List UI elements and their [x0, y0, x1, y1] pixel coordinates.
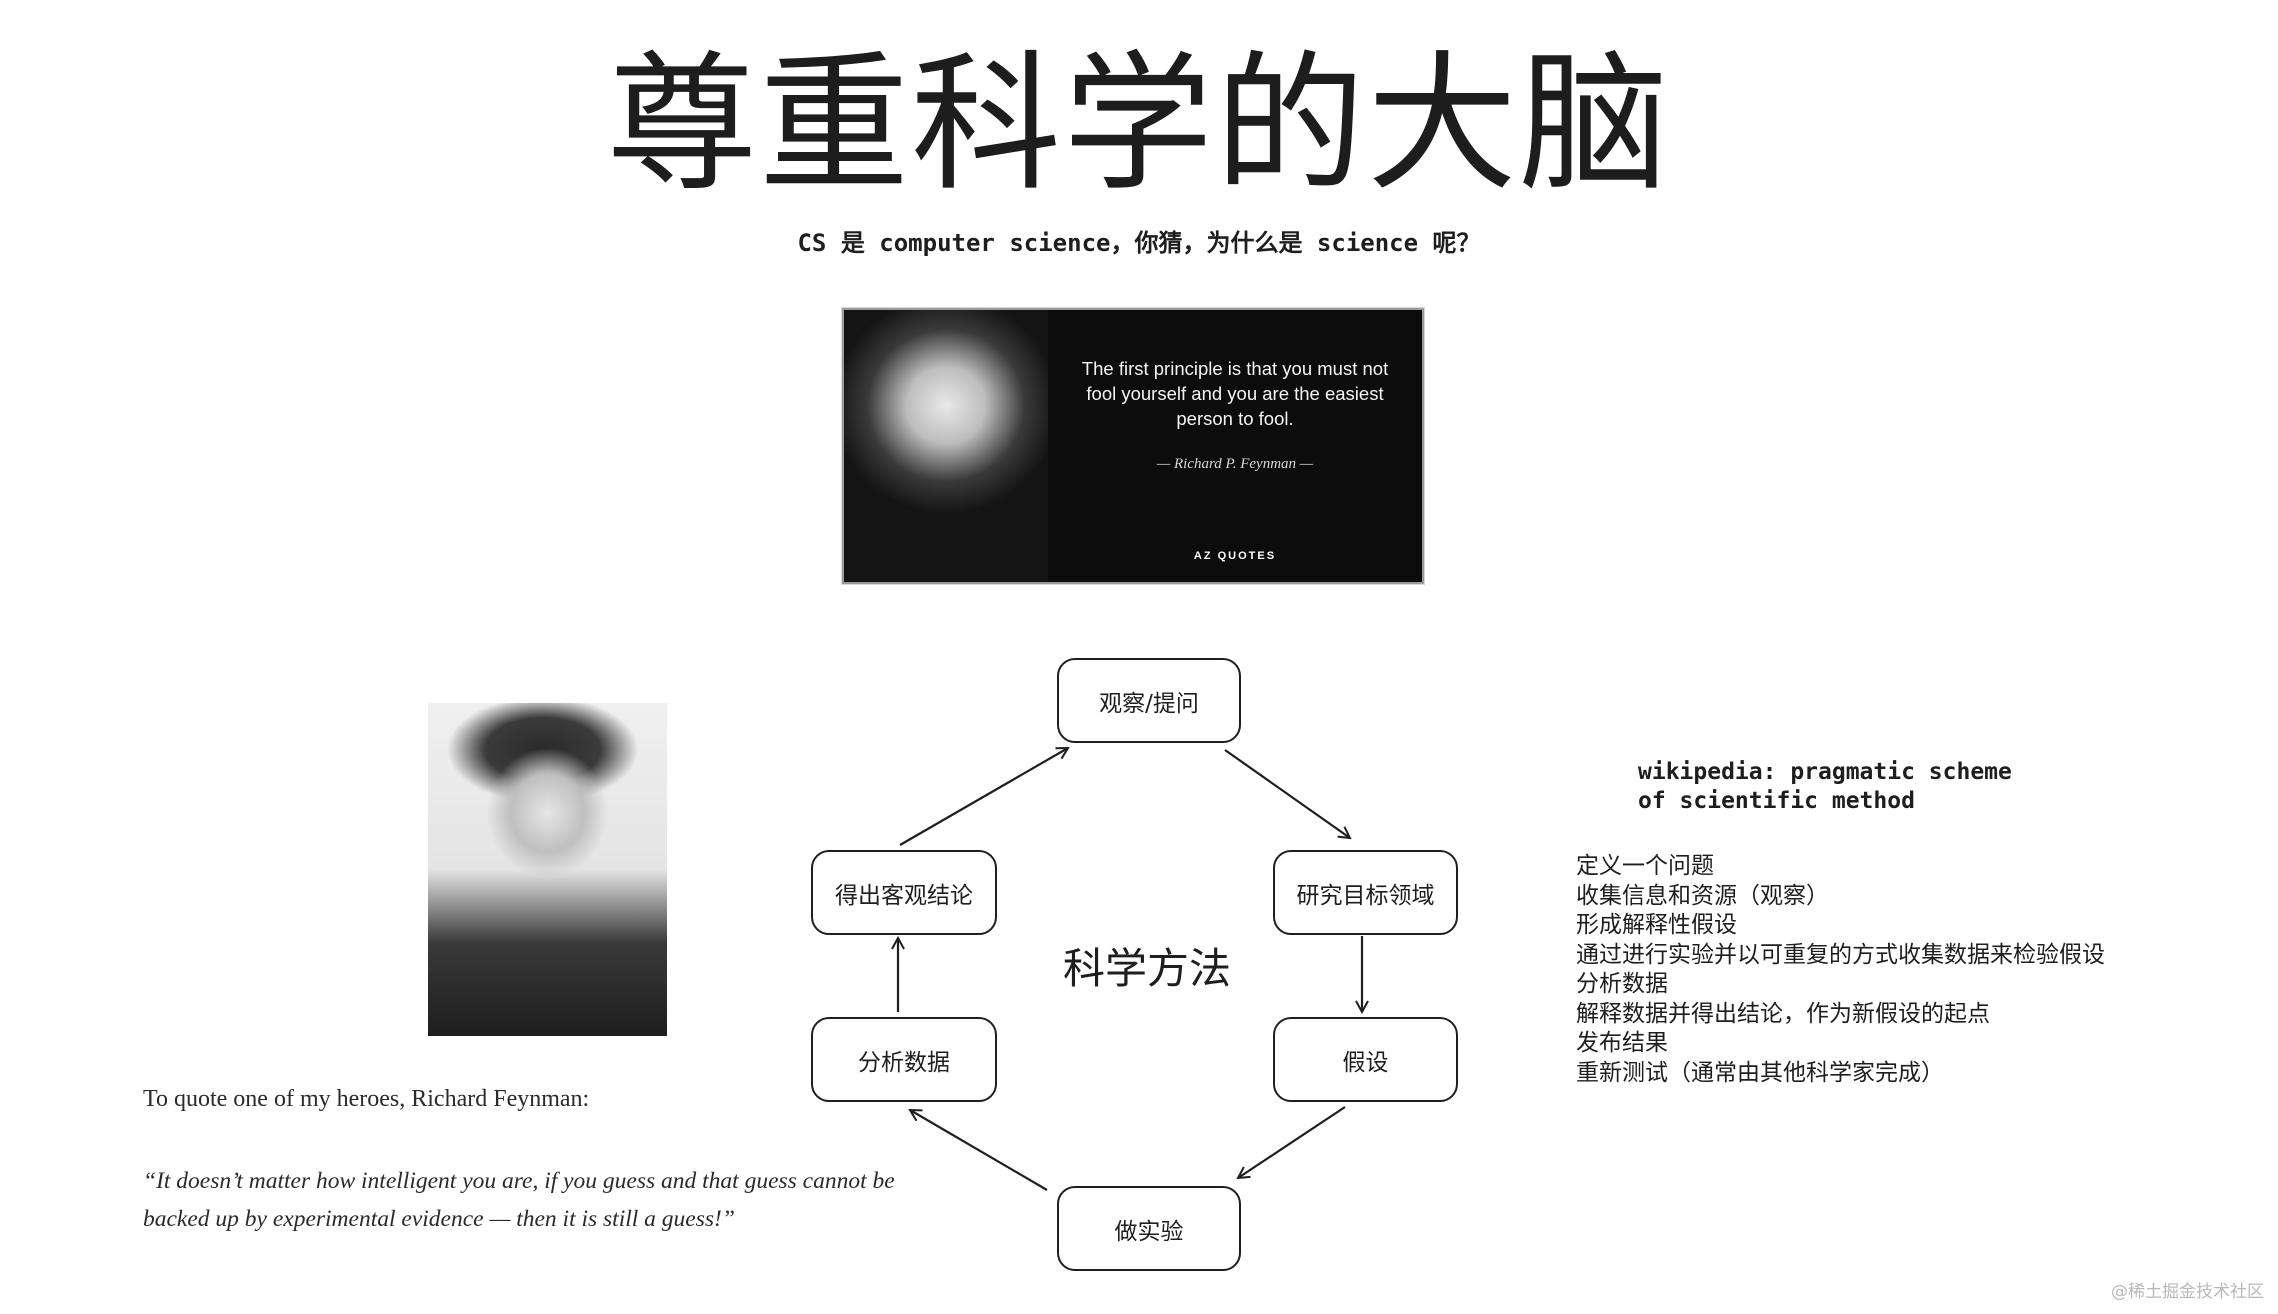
step-item: 收集信息和资源（观察）	[1576, 882, 1829, 909]
wiki-heading-line2: of scientific method	[1638, 788, 1915, 814]
node-hypothesis: 假设	[1273, 1017, 1458, 1102]
step-item: 形成解释性假设	[1576, 912, 1737, 938]
diagram-center-label: 科学方法	[1062, 944, 1231, 993]
subtitle: CS 是 computer science，你猜，为什么是 science 呢？	[797, 229, 1481, 257]
quote-card-photo	[844, 310, 1048, 582]
arrow-observe-to-research	[1224, 749, 1350, 838]
quote-card-text: The first principle is that you must not…	[1081, 358, 1389, 429]
node-experiment: 做实验	[1057, 1186, 1241, 1271]
step-item: 定义一个问题	[1576, 853, 1714, 879]
step-item: 解释数据并得出结论，作为新假设的起点	[1576, 1000, 1990, 1027]
step-item: 通过进行实验并以可重复的方式收集数据来检验假设	[1576, 941, 2105, 968]
node-analyze: 分析数据	[811, 1017, 997, 1102]
step-item: 发布结果	[1576, 1030, 1668, 1056]
feynman-quote-card: The first principle is that you must not…	[842, 308, 1424, 584]
node-conclude: 得出客观结论	[811, 850, 997, 935]
wiki-heading: wikipedia: pragmatic scheme of scientifi…	[1638, 758, 2012, 816]
node-observe: 观察/提问	[1057, 658, 1241, 743]
quote-card-author: — Richard P. Feynman —	[1156, 456, 1314, 472]
page-title: 尊重科学的大脑	[606, 38, 1671, 212]
node-research: 研究目标领域	[1273, 850, 1458, 935]
feynman-quote: “It doesn’t matter how intelligent you a…	[143, 1168, 895, 1232]
wiki-heading-line1: wikipedia: pragmatic scheme	[1638, 759, 2012, 785]
quote-card-panel: The first principle is that you must not…	[1048, 310, 1422, 582]
arrow-conclude-to-observe	[899, 748, 1068, 846]
step-item: 重新测试（通常由其他科学家完成）	[1576, 1059, 1944, 1086]
watermark: @稀土掘金技术社区	[2111, 1282, 2264, 1302]
quote-card-brand: AZ QUOTES	[1193, 550, 1277, 562]
feynman-portrait	[428, 703, 667, 1036]
arrow-hypothesis-to-experiment	[1238, 1106, 1346, 1178]
step-item: 分析数据	[1576, 971, 1668, 997]
scientific-method-steps: 定义一个问题 收集信息和资源（观察） 形成解释性假设 通过进行实验并以可重复的方…	[1576, 852, 2105, 1088]
intro-text: To quote one of my heroes, Richard Feynm…	[143, 1086, 590, 1112]
